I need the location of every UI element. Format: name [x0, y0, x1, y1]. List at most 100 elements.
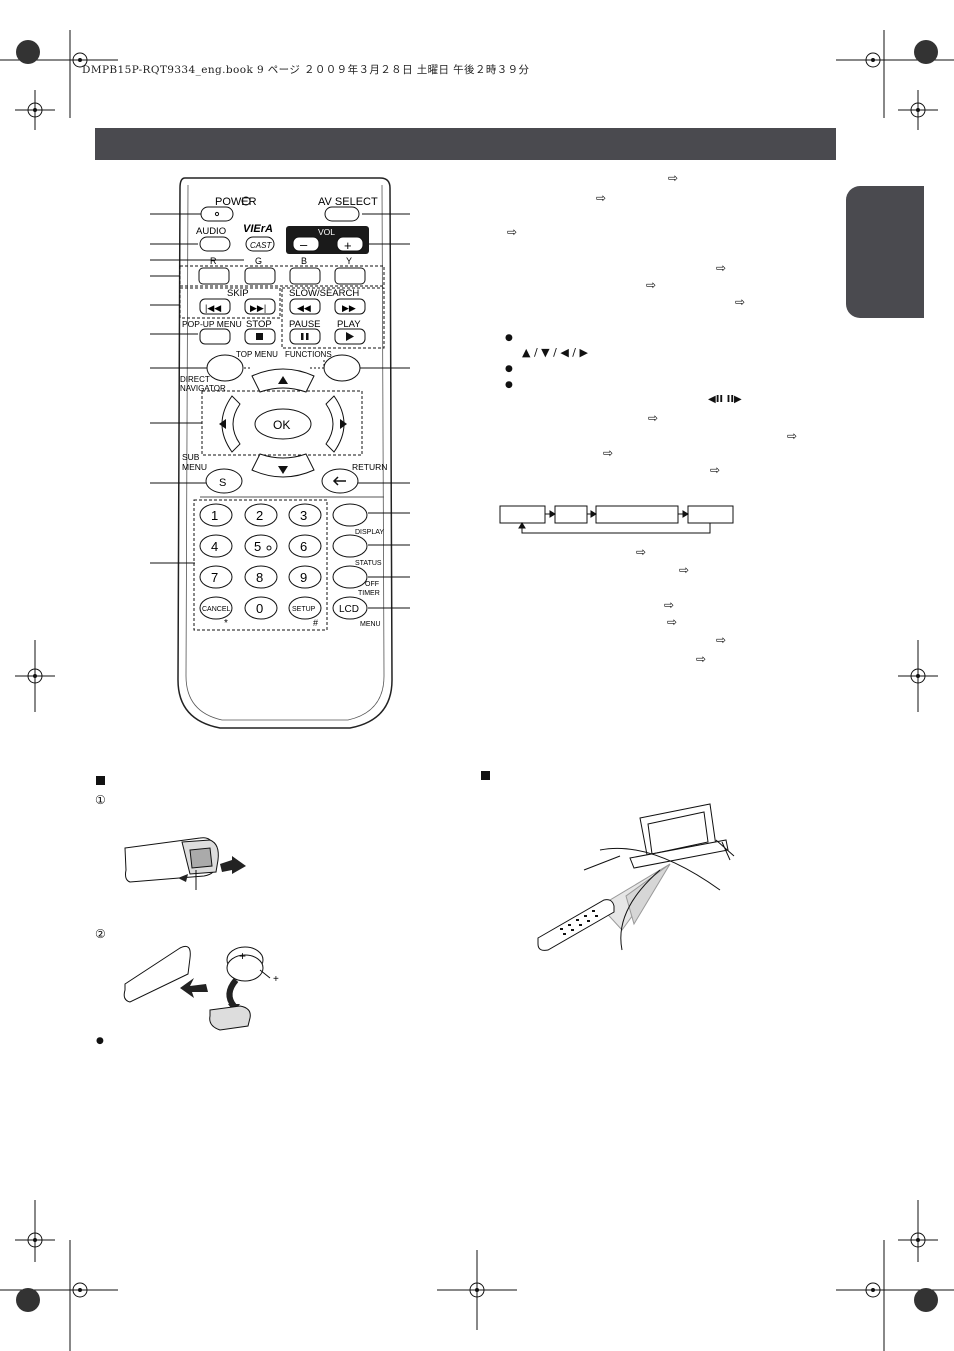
ref-arrow-icon: ⇨ [667, 615, 678, 629]
ref-arrow-icon: ⇨ [716, 633, 727, 647]
fast-forward-icon: ▶▶ [342, 303, 356, 313]
color-key-r-label: R [210, 256, 217, 266]
digit-2-button[interactable] [244, 503, 278, 527]
digit-2-label: 2 [256, 508, 263, 523]
digit-3-button[interactable] [288, 503, 322, 527]
digit-0-button[interactable] [244, 596, 278, 620]
popup-menu-button[interactable] [199, 328, 231, 345]
ref-arrow-icon: ⇨ [603, 446, 614, 460]
digit-4-label: 4 [211, 539, 218, 554]
step-2-number: ② [95, 927, 106, 941]
cancel-button[interactable] [199, 596, 233, 620]
digit-8-button[interactable] [244, 565, 278, 589]
vol-up-button[interactable] [336, 236, 364, 252]
digit-4-button[interactable] [199, 534, 233, 558]
ok-button[interactable] [254, 408, 312, 440]
cancel-label: CANCEL [202, 606, 231, 613]
display-button[interactable] [332, 503, 368, 527]
ref-arrow-icon: ⇨ [507, 225, 518, 239]
step-1-number: ① [95, 793, 106, 807]
right-button[interactable] [325, 395, 345, 453]
return-label: RETURN [352, 462, 387, 472]
red-button[interactable] [198, 267, 230, 285]
status-label: STATUS [355, 560, 382, 567]
digit-7-button[interactable] [199, 565, 233, 589]
slow-search-label: SLOW/SEARCH [289, 288, 359, 299]
remote-usage-illustration [537, 803, 735, 951]
s-label: S [219, 477, 226, 489]
digit-5-button[interactable] [244, 534, 278, 558]
setup-button[interactable] [288, 596, 322, 620]
pause-label: PAUSE [289, 319, 321, 330]
digit-8-label: 8 [256, 570, 263, 585]
ref-arrow-icon: ⇨ [696, 652, 707, 666]
ref-arrow-icon: ⇨ [735, 295, 746, 309]
stop-label: STOP [246, 319, 272, 330]
off-timer-button[interactable] [332, 565, 368, 589]
ref-arrow-icon: ⇨ [668, 171, 679, 185]
green-button[interactable] [244, 267, 276, 285]
pause-button[interactable] [289, 328, 321, 345]
battery-step1-illustration [124, 837, 246, 890]
left-button[interactable] [221, 395, 241, 453]
sub-menu-button[interactable] [205, 468, 243, 494]
hash-label: # [313, 618, 318, 628]
vol-down-button[interactable] [292, 236, 320, 252]
av-select-label: AV SELECT [318, 196, 378, 208]
skip-forward-button[interactable] [244, 298, 276, 315]
stop-icon [256, 333, 263, 340]
skip-forward-icon: ▶▶| [250, 303, 266, 313]
ref-arrow-icon: ⇨ [716, 261, 727, 275]
skip-back-button[interactable] [199, 298, 231, 315]
digit-9-label: 9 [300, 570, 307, 585]
ref-arrow-icon: ⇨ [679, 563, 690, 577]
setup-label: SETUP [292, 606, 316, 613]
yellow-button[interactable] [334, 267, 366, 285]
down-button[interactable] [251, 453, 315, 478]
file-info-line: DMPB15P-RQT9334_eng.book 9 ページ ２００９年３月２８… [82, 64, 530, 76]
star-label: * [224, 618, 228, 629]
down-arrow-icon [278, 466, 288, 474]
ref-arrow-icon: ⇨ [596, 191, 607, 205]
direction-keys-text: ▲ / ▼ / ◀ / ▶ [522, 346, 588, 359]
direct-navigator-button[interactable] [206, 354, 244, 382]
status-button[interactable] [332, 534, 368, 558]
audio-button[interactable] [199, 236, 231, 252]
viera-logo: VIErA [243, 223, 273, 235]
ref-arrow-icon: ⇨ [636, 545, 647, 559]
ref-arrow-icon: ⇨ [648, 411, 659, 425]
lcd-menu-label: MENU [360, 621, 381, 628]
functions-label: FUNCTIONS [285, 350, 332, 359]
digit-1-button[interactable] [199, 503, 233, 527]
timer-label: TIMER [358, 590, 380, 597]
side-tab [846, 186, 924, 318]
menu-label: MENU [182, 462, 207, 472]
rewind-button[interactable] [289, 298, 321, 315]
skip-label: SKIP [227, 288, 249, 299]
audio-label: AUDIO [196, 226, 226, 237]
fast-forward-button[interactable] [334, 298, 366, 315]
section-marker [96, 776, 105, 785]
digit-6-button[interactable] [288, 534, 322, 558]
av-select-button[interactable] [324, 206, 360, 222]
up-arrow-icon [278, 376, 288, 384]
digit-6-label: 6 [300, 539, 307, 554]
viera-cast-button[interactable] [245, 236, 275, 252]
vol-minus-glyph: – [300, 237, 308, 252]
vol-label: VOL [318, 227, 335, 237]
color-key-y-label: Y [346, 256, 352, 266]
functions-button[interactable] [323, 354, 361, 382]
lcd-menu-button[interactable] [332, 596, 368, 620]
digit-9-button[interactable] [288, 565, 322, 589]
number-pad [199, 503, 322, 620]
frame-keys-text: ◀II II▶ [708, 394, 742, 405]
ref-arrow-icon: ⇨ [787, 429, 798, 443]
pause-icon [306, 333, 309, 340]
rewind-icon: ◀◀ [297, 303, 311, 313]
navigator-label: NAVIGATOR [180, 384, 226, 393]
bullet-icon: ● [96, 1036, 104, 1046]
direct-label: DIRECT [180, 375, 210, 384]
power-button[interactable] [200, 206, 234, 222]
popup-menu-label: POP-UP MENU [182, 319, 242, 329]
blue-button[interactable] [289, 267, 321, 285]
